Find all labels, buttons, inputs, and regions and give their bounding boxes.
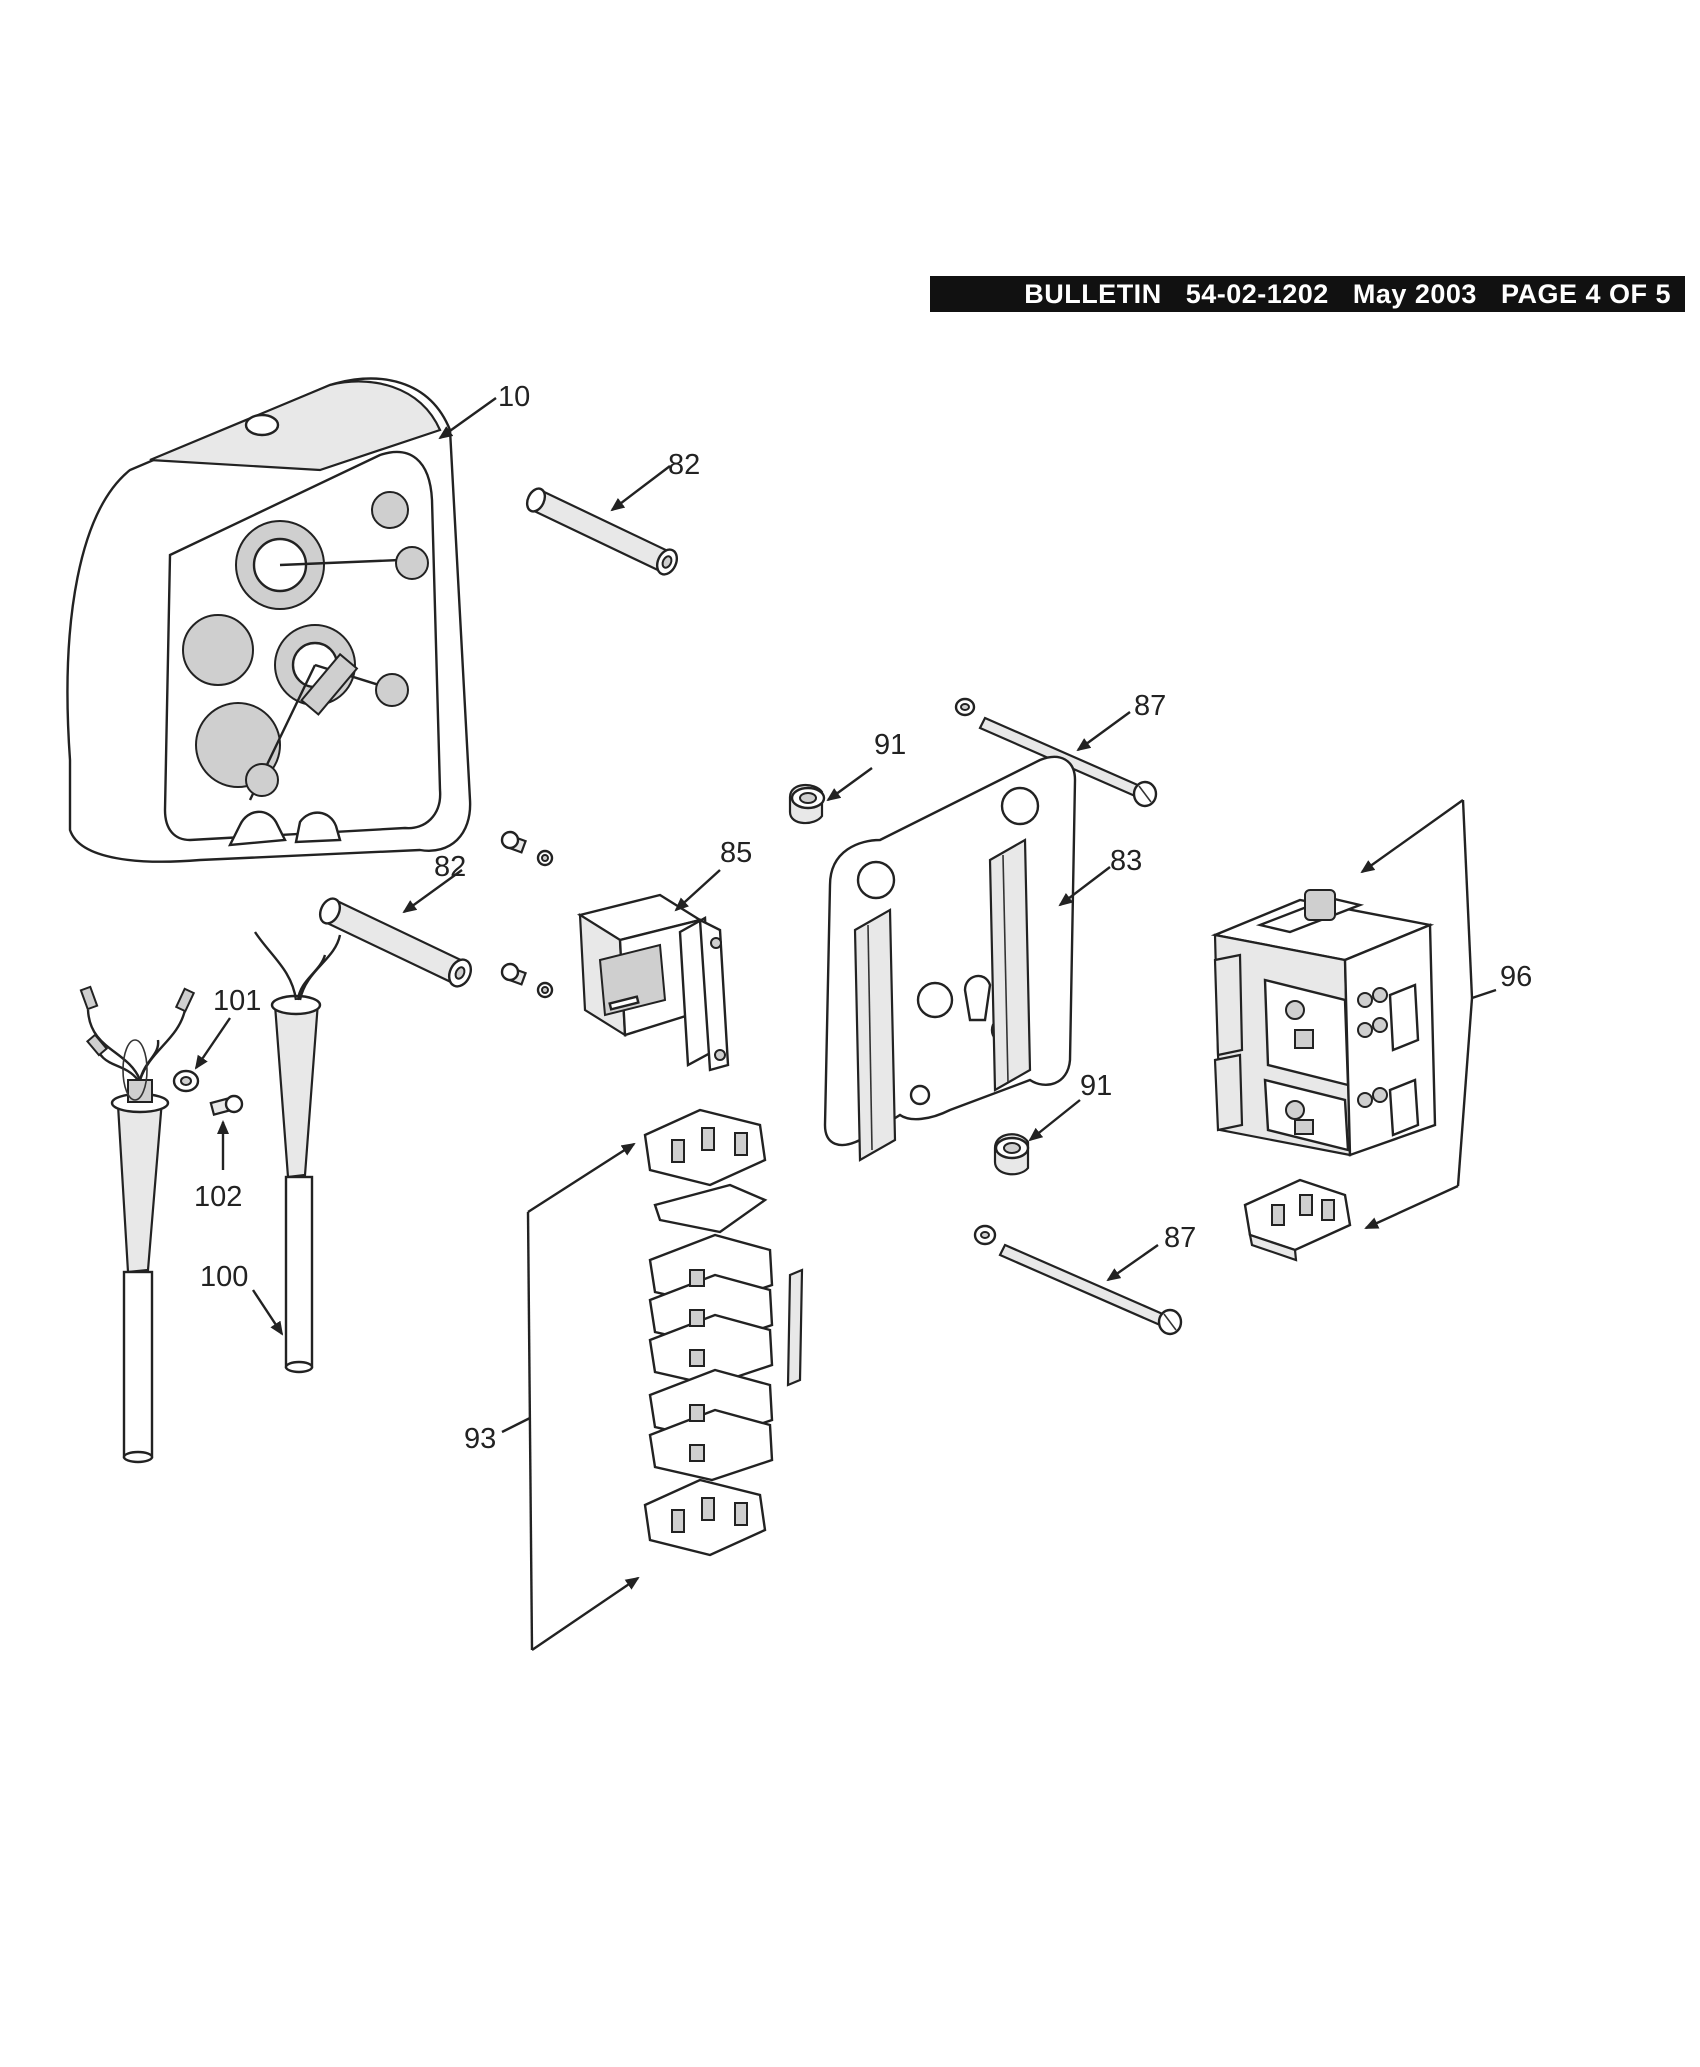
bulletin-header-bar: BULLETIN 54-02-1202 May 2003 PAGE 4 OF 5 <box>930 276 1685 312</box>
leader-93 <box>501 1142 640 1651</box>
part-screws-85 <box>500 830 554 999</box>
part-83-mounting-plate <box>823 755 1077 1162</box>
part-96-contactor-assembly <box>1210 889 1437 1157</box>
leader-87-upper <box>1076 711 1131 752</box>
callout-10: 10 <box>498 381 530 413</box>
leader-87-lower <box>1106 1244 1159 1282</box>
part-91-clip-upper <box>788 784 826 825</box>
callout-100: 100 <box>200 1261 248 1293</box>
callout-101: 101 <box>213 985 261 1017</box>
leader-96 <box>1360 799 1497 1230</box>
part-82-spacer-upper <box>525 487 679 576</box>
callout-93: 93 <box>464 1423 496 1455</box>
part-10-enclosure <box>66 377 472 863</box>
callout-91-upper: 91 <box>874 729 906 761</box>
callout-87-lower: 87 <box>1164 1222 1196 1254</box>
callout-102: 102 <box>194 1181 242 1213</box>
part-100-cord-right <box>253 931 342 1374</box>
bulletin-date: May 2003 <box>1352 278 1477 309</box>
leader-82-lower <box>402 869 463 914</box>
part-96-terminal-block <box>1243 1178 1352 1262</box>
part-91-clip-lower <box>993 1133 1030 1176</box>
part-87-bolt-lower <box>973 1224 1183 1336</box>
part-82-spacer-lower <box>318 897 473 988</box>
callout-85: 85 <box>720 837 752 869</box>
part-101-washer <box>172 1069 200 1093</box>
callout-83: 83 <box>1110 845 1142 877</box>
callout-82-lower: 82 <box>434 851 466 883</box>
leader-82-upper <box>610 465 671 512</box>
leader-10 <box>438 397 497 440</box>
leader-91-upper <box>826 767 873 802</box>
part-93-terminal-stack <box>643 1108 804 1557</box>
callout-96: 96 <box>1500 961 1532 993</box>
bulletin-number: 54-02-1202 <box>1185 278 1329 309</box>
part-85-transformer <box>576 893 730 1072</box>
leader-101 <box>194 1017 231 1070</box>
leader-91-lower <box>1028 1099 1081 1142</box>
callout-87-upper: 87 <box>1134 690 1166 722</box>
part-100-cord-left <box>79 985 196 1464</box>
callout-82-upper: 82 <box>668 449 700 481</box>
leader-85 <box>674 869 721 912</box>
leader-83 <box>1058 866 1111 907</box>
page-indicator: PAGE 4 OF 5 <box>1500 278 1671 309</box>
leader-100 <box>251 1289 284 1336</box>
callout-91-lower: 91 <box>1080 1070 1112 1102</box>
bulletin-label: BULLETIN <box>1024 278 1162 309</box>
part-102-screw <box>209 1094 244 1116</box>
